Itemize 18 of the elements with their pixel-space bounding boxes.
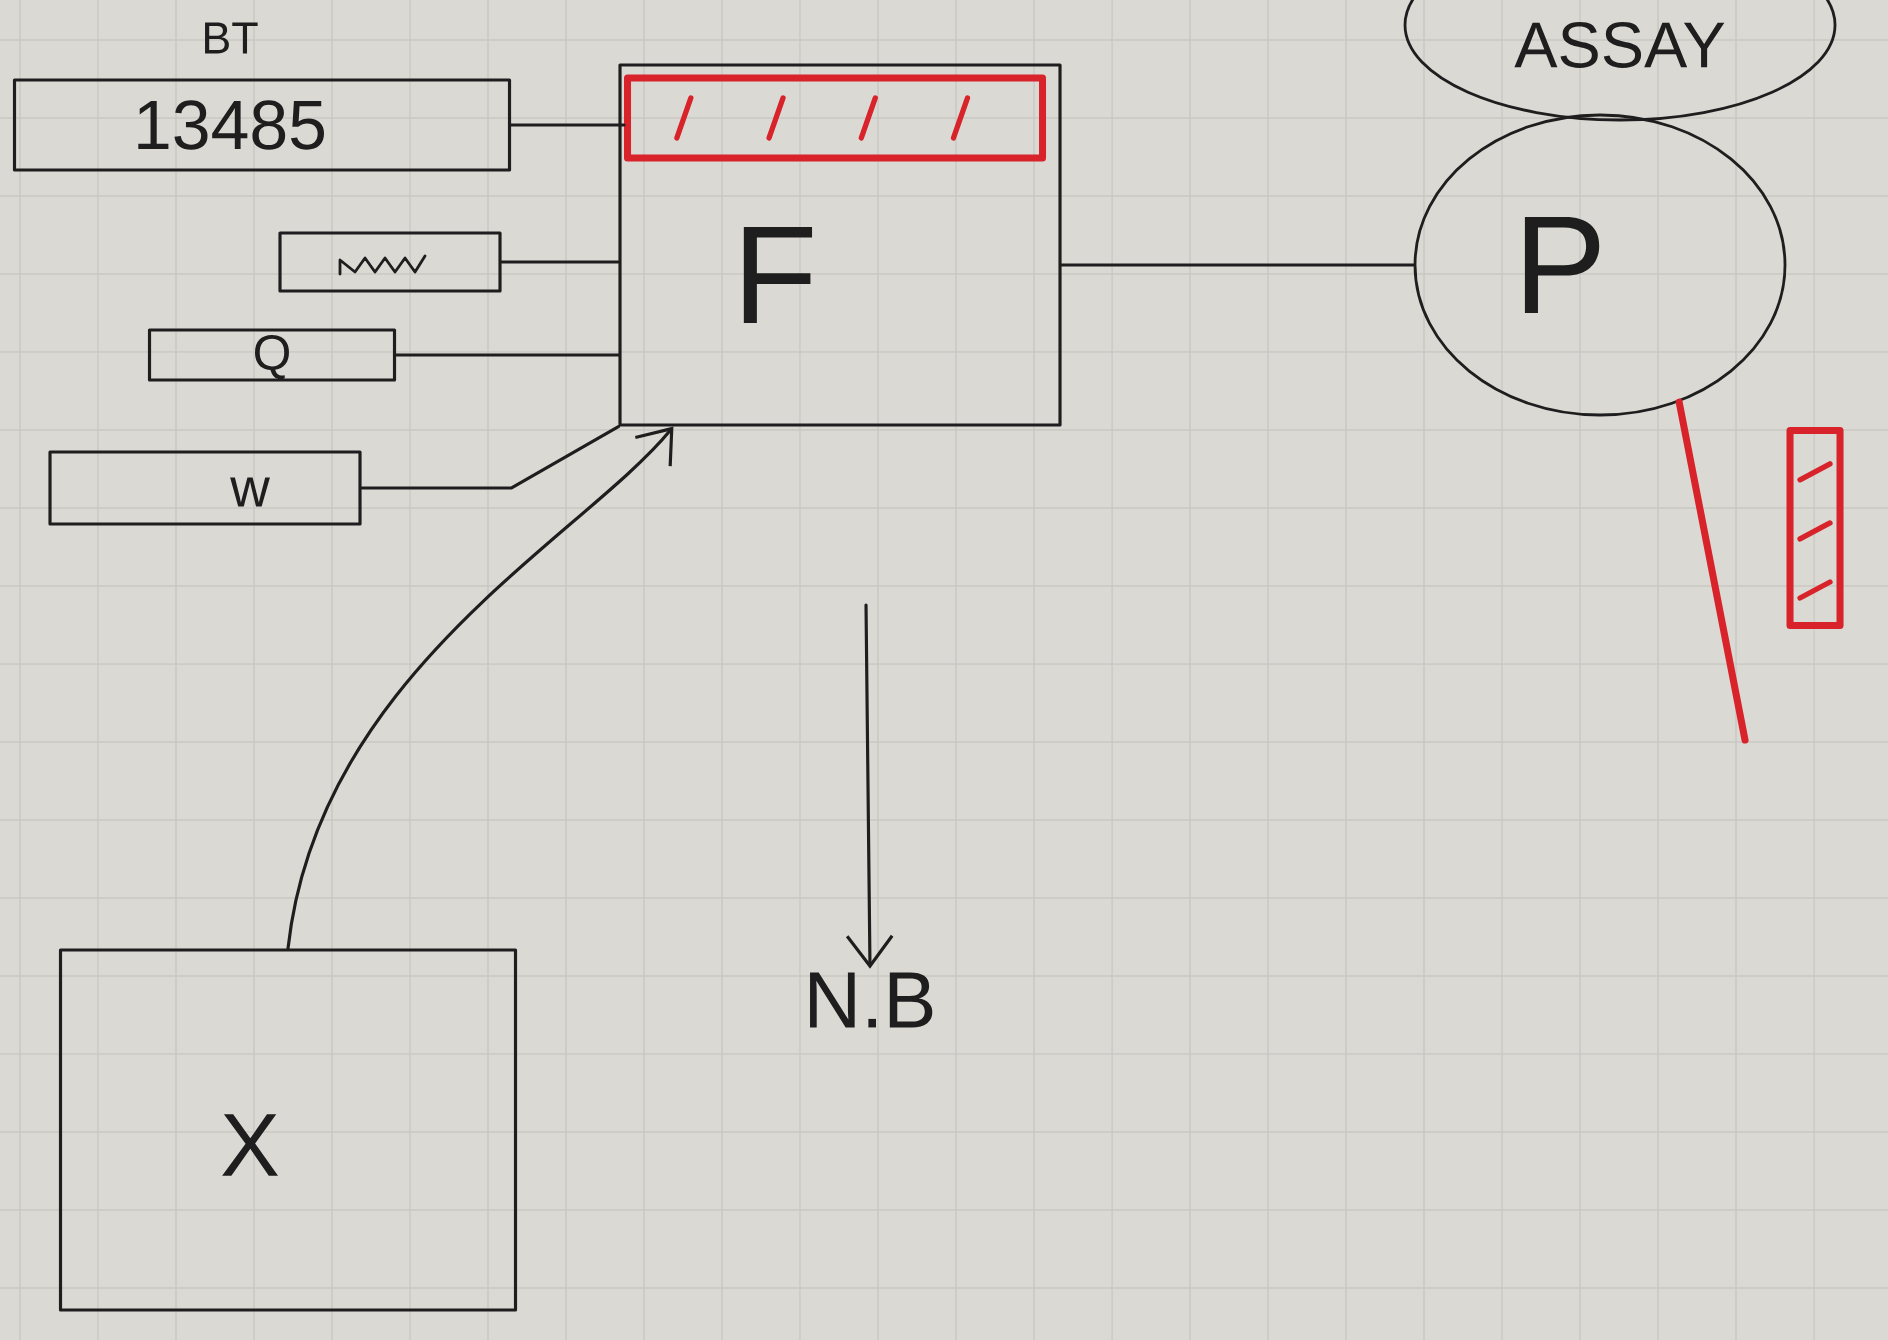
connector bbox=[360, 425, 620, 490]
node-label: BT bbox=[205, 22, 258, 54]
connector bbox=[1060, 263, 1416, 267]
label-box bbox=[278, 231, 502, 293]
label-box: w bbox=[48, 450, 362, 526]
connector bbox=[500, 260, 620, 264]
hatched-bar bbox=[624, 74, 1047, 162]
label-box: Q bbox=[147, 328, 397, 382]
connector bbox=[509, 123, 626, 127]
note-text: N.B bbox=[810, 972, 933, 1028]
connector bbox=[286, 426, 674, 950]
process-box: F bbox=[618, 63, 1062, 427]
box: X bbox=[58, 948, 518, 1312]
connector bbox=[845, 603, 894, 969]
connector bbox=[1675, 398, 1749, 744]
label-box: BT 13485 bbox=[12, 22, 512, 172]
connector bbox=[394, 353, 620, 357]
hatched-bar bbox=[1786, 427, 1844, 629]
